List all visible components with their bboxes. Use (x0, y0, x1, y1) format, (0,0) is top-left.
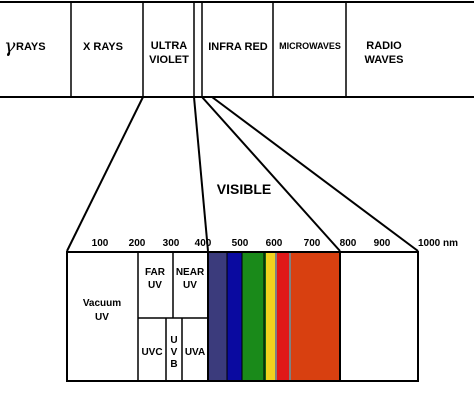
color-band-red (277, 252, 289, 381)
tick-600: 600 (266, 238, 283, 249)
band-label-uv-line1: ULTRA (151, 40, 188, 52)
uv-uvb-letter: B (170, 359, 177, 370)
uv-uvc: UVC (141, 347, 162, 358)
tick-800: 800 (340, 238, 357, 249)
band-label-xray: X RAYS (83, 41, 123, 53)
visible-label: VISIBLE (217, 181, 271, 197)
tick-1000nm: 1000 nm (418, 238, 458, 249)
color-band-dark-green (264, 252, 266, 381)
band-label-radio-line2: WAVES (365, 54, 404, 66)
visible-color-bands (208, 252, 340, 381)
color-band-violet (208, 252, 227, 381)
uv-far-line1: FAR (145, 267, 166, 278)
color-band-green (242, 252, 264, 381)
tick-700: 700 (304, 238, 321, 249)
uv-near-line2: UV (183, 280, 197, 291)
uv-regions (137, 252, 208, 381)
tick-100: 100 (92, 238, 109, 249)
zoom-line-visible-left (193, 96, 209, 252)
uv-uvb-letter: V (171, 347, 178, 358)
tick-900: 900 (374, 238, 391, 249)
zoom-lines (66, 96, 419, 252)
uv-uva: UVA (185, 347, 205, 358)
color-band-blue (227, 252, 242, 381)
band-label-ir: INFRA RED (208, 41, 268, 53)
tick-400: 400 (195, 238, 212, 249)
zoom-line-visible-right (201, 96, 341, 252)
zoom-line-ir-right (211, 96, 419, 252)
color-band-yellow (266, 252, 275, 381)
uv-uvb-letter: U (170, 335, 177, 346)
uv-far-line2: UV (148, 280, 162, 291)
detail-box-outline (66, 251, 419, 382)
uv-vacuum-line2: UV (95, 312, 109, 323)
tick-300: 300 (163, 238, 180, 249)
color-band-orange (291, 252, 340, 381)
band-label-uv-line2: VIOLET (149, 54, 189, 66)
uv-near-line1: NEAR (176, 267, 205, 278)
uv-vacuum-line1: Vacuum (83, 298, 121, 309)
band-label-microwaves: MICROWAVES (279, 41, 341, 51)
zoom-line-uv-left (66, 96, 144, 252)
tick-200: 200 (129, 238, 146, 249)
band-label-radio-line1: RADIO (366, 40, 402, 52)
gamma-symbol: γ (4, 35, 16, 57)
tick-500: 500 (232, 238, 249, 249)
wavelength-axis: 100 200 300 400 500 600 700 800 900 1000… (92, 238, 458, 249)
spectrum-bar: γ RAYS X RAYS ULTRA VIOLET INFRA RED MIC… (0, 1, 474, 98)
band-label-gamma: RAYS (16, 41, 46, 53)
